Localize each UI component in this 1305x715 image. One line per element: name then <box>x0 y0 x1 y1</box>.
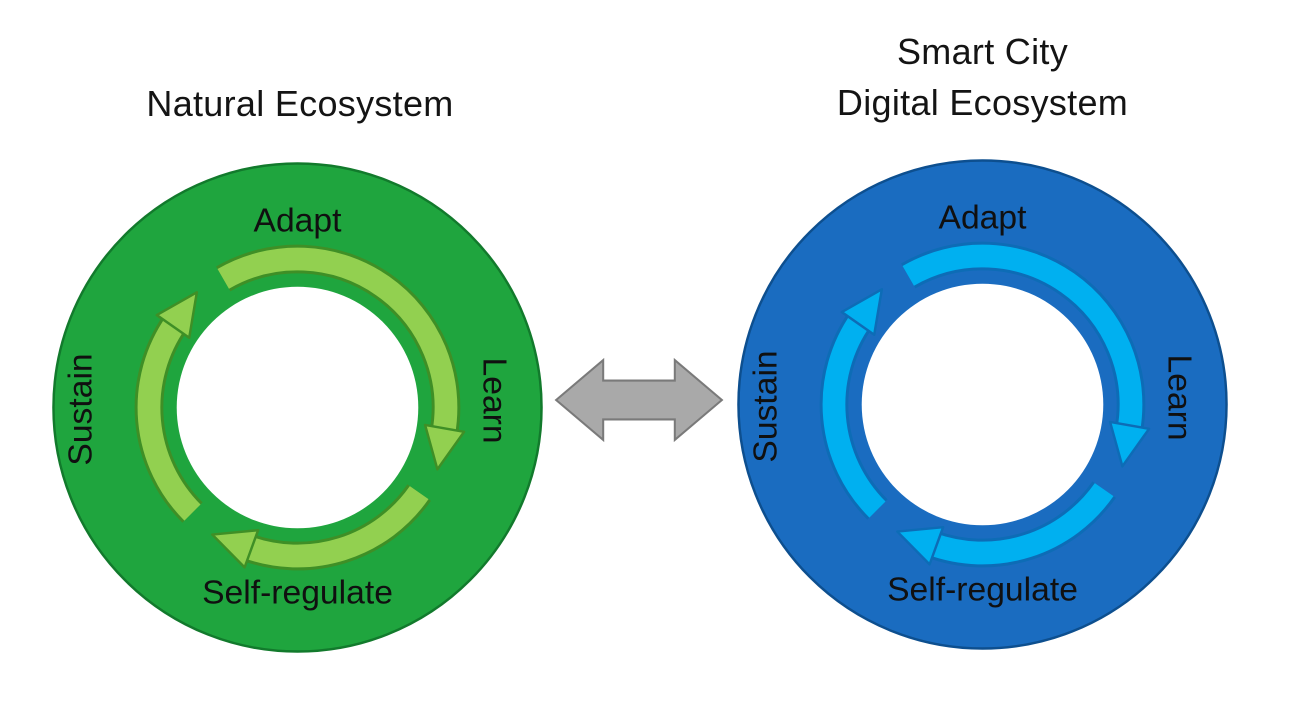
cycle-arc-left <box>822 288 886 518</box>
cycle-arrows <box>819 241 1151 568</box>
smart-city-title-line2: Digital Ecosystem <box>836 82 1129 124</box>
inner-circle <box>861 283 1104 526</box>
label-sustain: Sustain <box>63 353 100 465</box>
natural-ecosystem-diagram: Adapt Learn Self-regulate Sustain <box>52 162 543 653</box>
cycle-arc-left <box>137 291 201 521</box>
inner-circle <box>176 286 419 529</box>
label-adapt: Adapt <box>939 199 1028 236</box>
label-self-regulate: Self-regulate <box>202 575 393 612</box>
cycle-arc-bottom <box>211 485 429 569</box>
label-adapt: Adapt <box>254 202 343 239</box>
cycle-arc-bottom <box>896 482 1114 566</box>
cycle-arc-top <box>902 244 1151 468</box>
smart-city-ecosystem-diagram: Adapt Learn Self-regulate Sustain <box>737 159 1228 650</box>
natural-ecosystem-title: Natural Ecosystem <box>146 83 454 124</box>
label-sustain: Sustain <box>748 350 785 462</box>
label-learn: Learn <box>476 358 513 444</box>
label-learn: Learn <box>1161 355 1198 441</box>
cycle-arc-top <box>217 247 466 471</box>
double-arrow-icon <box>554 357 724 443</box>
label-self-regulate: Self-regulate <box>887 572 1078 609</box>
smart-city-title-line1: Smart City <box>896 31 1068 72</box>
ecosystem-connector <box>554 357 724 443</box>
cycle-arrows <box>134 244 466 571</box>
smart-city-title: Smart City Digital Ecosystem <box>735 26 1230 128</box>
